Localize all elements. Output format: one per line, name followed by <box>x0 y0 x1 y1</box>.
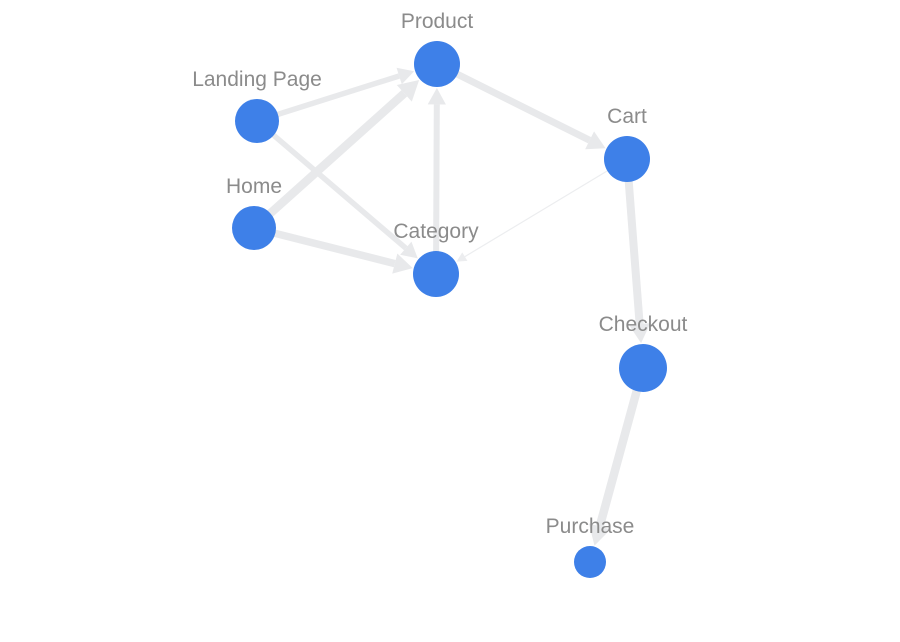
arrowhead-home-to-category <box>392 253 413 274</box>
node-purchase[interactable] <box>574 546 606 578</box>
node-label-cart: Cart <box>607 105 647 128</box>
node-label-checkout: Checkout <box>599 313 688 336</box>
edge-landing-page-to-product <box>256 73 400 124</box>
edge-cart-to-checkout <box>623 158 644 325</box>
edge-product-to-cart <box>435 60 592 144</box>
arrowhead-checkout-to-purchase <box>588 523 611 546</box>
edge-home-to-product <box>251 90 408 232</box>
arrowhead-product-to-cart <box>585 131 606 150</box>
arrowhead-category-to-product <box>427 87 446 105</box>
node-product[interactable] <box>414 41 460 87</box>
arrowhead-landing-page-to-product <box>396 67 415 85</box>
node-landing-page[interactable] <box>235 99 279 143</box>
edge-category-to-product <box>433 104 440 275</box>
arrowhead-cart-to-category <box>456 252 468 262</box>
edge-cart-to-category <box>464 158 628 258</box>
node-checkout[interactable] <box>619 344 667 392</box>
edge-landing-page-to-category <box>255 118 408 251</box>
node-label-category: Category <box>393 220 479 243</box>
node-label-product: Product <box>401 10 474 33</box>
node-label-purchase: Purchase <box>546 515 635 538</box>
node-label-landing-page: Landing Page <box>192 68 322 91</box>
node-category[interactable] <box>413 251 459 297</box>
arrowhead-cart-to-checkout <box>628 323 651 344</box>
node-home[interactable] <box>232 206 276 250</box>
arrowhead-home-to-product <box>396 80 420 102</box>
arrowhead-landing-page-to-category <box>400 241 418 259</box>
node-label-home: Home <box>226 175 282 198</box>
edge-checkout-to-purchase <box>595 366 648 528</box>
node-cart[interactable] <box>604 136 650 182</box>
edge-home-to-category <box>253 224 396 268</box>
